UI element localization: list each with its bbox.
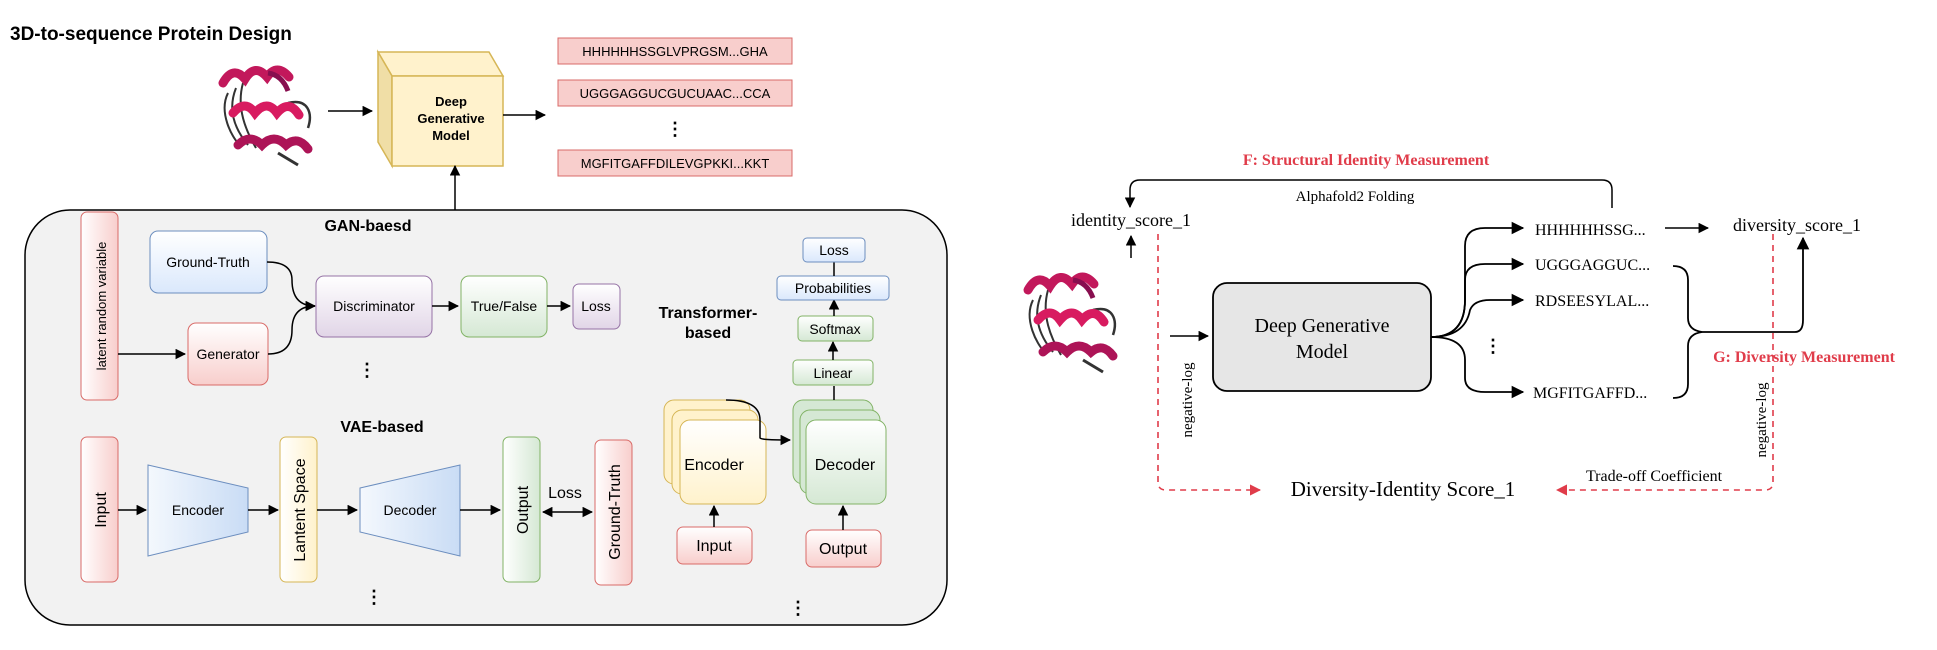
tradeoff-coefficient-label: Trade-off Coefficient: [1586, 468, 1723, 485]
probabilities-label: Probabilities: [795, 280, 871, 296]
arrow-gt-to-discriminator: [266, 261, 317, 312]
latent-space-label: Lantent Space: [292, 458, 309, 561]
softmax-box: [797, 315, 874, 342]
softmax-label: Softmax: [809, 321, 860, 337]
right-dgm-label-line2: Model: [1296, 341, 1349, 363]
transformer-heading-line1: Transformer-: [659, 305, 758, 322]
transformer-decoder-label: Decoder: [815, 457, 876, 474]
sequence-box-1: [557, 37, 793, 65]
dgm-branch-arrows: [1430, 221, 1525, 399]
true-false-label: True/False: [471, 298, 538, 314]
right-sequence-3: RDSEESYLAL...: [1535, 293, 1649, 310]
right-sequence-1: HHHHHHSSG...: [1535, 222, 1646, 239]
latent-variable-label: latent random variable: [94, 242, 109, 371]
gan-loss-box: [572, 283, 621, 330]
vae-output-label: Output: [515, 485, 532, 534]
dashed-arrow-diversity-to-final: [1555, 234, 1774, 496]
right-sequence-2: UGGGAGGUC...: [1535, 257, 1650, 274]
probabilities-box: [776, 275, 890, 301]
vae-ground-truth-label: Ground-Truth: [607, 464, 624, 559]
transformer-output-label: Output: [819, 541, 868, 558]
deep-generative-model-cube: Deep Generative Model: [376, 49, 505, 169]
gan-ellipsis: ⋮: [358, 360, 376, 380]
arrow-encoder-to-decoder: [725, 399, 792, 446]
sequence-1: HHHHHHSSGLVPRGSM...GHA: [582, 44, 768, 59]
gan-heading: GAN-baesd: [324, 218, 411, 235]
right-protein-structure-image: [1013, 260, 1131, 378]
vae-input-label: Input: [93, 492, 110, 528]
discriminator-label: Discriminator: [333, 298, 415, 314]
right-sequence-ellipsis: ⋮: [1484, 336, 1502, 356]
diversity-identity-score: Diversity-Identity Score_1: [1291, 477, 1516, 501]
diversity-score-label: diversity_score_1: [1733, 215, 1861, 235]
transformer-heading-line2: based: [685, 325, 731, 342]
protein-structure-image: [208, 53, 326, 171]
right-sequence-4: MGFITGAFFD...: [1533, 385, 1647, 402]
transformer-loss-box: [802, 237, 866, 263]
left-title: 3D-to-sequence Protein Design: [10, 24, 292, 45]
right-dgm-label-line1: Deep Generative: [1255, 315, 1390, 337]
sequence-ellipsis: ⋮: [666, 119, 684, 139]
gan-loss-label: Loss: [581, 298, 611, 314]
identity-score-label: identity_score_1: [1071, 210, 1191, 230]
vae-loss-label: Loss: [548, 485, 582, 502]
right-dgm-box: [1212, 282, 1432, 392]
dgm-label-line2: Generative: [417, 111, 484, 126]
arrow-folding-loop: [1124, 179, 1613, 209]
sequences-brace: [1672, 265, 1703, 399]
vae-encoder-label: Encoder: [172, 502, 224, 518]
vae-decoder-shape: [359, 464, 461, 557]
dashed-arrow-identity-to-final: [1157, 234, 1262, 496]
arrow-brace-to-diversity: [1702, 236, 1810, 333]
latent-variable-box: [80, 211, 119, 401]
transformer-ellipsis: ⋮: [789, 598, 807, 618]
arrow-generator-to-discriminator: [267, 305, 316, 355]
negative-log-left: negative-log: [1180, 362, 1196, 437]
transformer-loss-label: Loss: [819, 242, 849, 258]
g-diversity-label: G: Diversity Measurement: [1713, 349, 1896, 366]
gan-ground-truth-label: Ground-Truth: [166, 254, 250, 270]
vae-encoder-shape: [147, 464, 249, 557]
dgm-label-line3: Model: [432, 128, 470, 143]
vae-output-box: [502, 436, 541, 583]
linear-label: Linear: [814, 365, 853, 381]
sequence-box-2: [557, 79, 793, 107]
transformer-decoder-stack: [792, 399, 887, 505]
model-families-panel: [24, 209, 948, 626]
vae-ground-truth-box: [594, 439, 633, 586]
vae-ellipsis: ⋮: [365, 587, 383, 607]
f-structural-identity-label: F: Structural Identity Measurement: [1243, 152, 1490, 169]
transformer-encoder-label: Encoder: [684, 457, 744, 474]
negative-log-right: negative-log: [1754, 382, 1770, 457]
sequence-box-3: [557, 149, 793, 177]
transformer-encoder-stack: [663, 399, 767, 505]
sequence-3: MGFITGAFFDILEVGPKKI...KKT: [581, 156, 770, 171]
sequence-2: UGGGAGGUCGUCUAAC...CCA: [580, 86, 771, 101]
vae-decoder-label: Decoder: [384, 502, 437, 518]
dgm-label-line1: Deep: [435, 94, 467, 109]
alphafold-folding-label: Alphafold2 Folding: [1296, 189, 1415, 205]
generator-label: Generator: [196, 346, 259, 362]
transformer-input-label: Input: [696, 538, 732, 555]
vae-heading: VAE-based: [340, 419, 423, 436]
